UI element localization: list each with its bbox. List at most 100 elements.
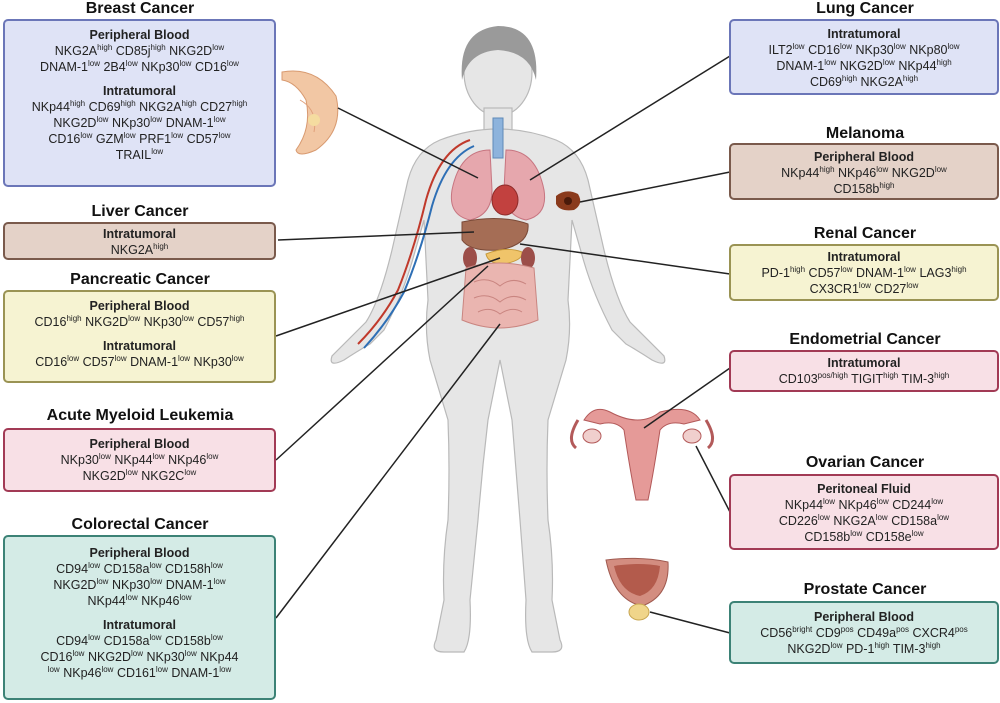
intestines-icon <box>461 262 539 329</box>
marker: PD-1high <box>761 265 806 281</box>
marker: CD16low <box>48 132 92 147</box>
marker-name: CD16 <box>35 355 68 369</box>
marker-line: NKp44low NKp46low <box>9 593 270 609</box>
marker-level: low <box>893 42 906 51</box>
marker-line: CD103pos/high TIGIThigh TIM-3high <box>735 371 993 387</box>
marker-name: CD158a <box>891 514 938 528</box>
marker-level: low <box>96 115 109 124</box>
marker-name: PD-1 <box>761 266 790 280</box>
marker: low <box>48 666 60 680</box>
marker: NKp80low <box>909 43 959 58</box>
marker-level: low <box>830 641 843 650</box>
marker: CD244low <box>892 497 944 513</box>
marker: CD158blow <box>804 529 863 545</box>
prostate-cancer-title: Prostate Cancer <box>803 581 927 598</box>
marker-level: low <box>850 529 863 538</box>
marker-level: low <box>178 354 191 363</box>
marker: NKp46low <box>839 498 889 513</box>
marker-level: low <box>212 43 225 52</box>
marker-name: CD56 <box>760 626 793 640</box>
marker: NKp44high <box>781 166 834 181</box>
marker-line: low NKp46low CD161low DNAM-1low <box>9 665 270 681</box>
marker-level: low <box>213 115 226 124</box>
marker: NKG2Dlow <box>169 43 225 59</box>
marker-name: CXCR4 <box>912 626 955 640</box>
marker: NKG2Ahigh <box>139 100 197 115</box>
marker-name: CD57 <box>808 266 841 280</box>
marker-level: low <box>152 452 165 461</box>
marker: NKp30low <box>144 315 194 330</box>
marker: NKG2Dlow <box>892 166 947 181</box>
marker: CD16low <box>808 43 852 58</box>
marker-name: NKG2A <box>110 243 154 257</box>
marker-level: low <box>792 42 805 51</box>
marker-line: CD94low CD158alow CD158hlow <box>9 561 270 577</box>
marker-name: CD94 <box>56 634 89 648</box>
marker-name: NKp46 <box>838 166 877 180</box>
marker: CD94low <box>56 634 100 649</box>
marker-name: NKp30 <box>855 43 894 57</box>
marker: 2B4low <box>103 60 137 75</box>
marker: CD158hlow <box>164 562 223 577</box>
marker-level: low <box>823 497 836 506</box>
kidney-icon <box>521 247 535 269</box>
marker-name: DNAM-1 <box>40 60 88 74</box>
marker: DNAM-1low <box>776 59 836 74</box>
marker: NKG2Alow <box>833 514 887 529</box>
marker-name: 2B4 <box>103 60 126 74</box>
marker-level: low <box>67 354 80 363</box>
marker-level: low <box>858 281 871 290</box>
lung-cancer-title: Lung Cancer <box>816 0 914 17</box>
marker-name: NKp44 <box>784 498 824 512</box>
marker-line: NKG2Dlow NKG2Clow <box>9 468 270 484</box>
marker-name: CD158h <box>164 562 211 576</box>
marker-name: CD16 <box>808 43 841 57</box>
melanoma-lesion-icon <box>556 191 581 211</box>
marker-level: high <box>153 242 169 251</box>
marker: NKp30low <box>61 453 111 468</box>
section-heading: Intratumoral <box>103 227 176 241</box>
marker: CD158elow <box>866 530 924 545</box>
marker: TIM-3high <box>893 642 941 657</box>
marker: NKp44high <box>32 100 85 115</box>
section-heading: Intratumoral <box>103 84 176 98</box>
section-heading: Peripheral Blood <box>89 546 190 560</box>
marker-name: CD158b <box>164 634 211 648</box>
marker-name: NKp46 <box>168 453 207 467</box>
marker-name: CD57 <box>197 315 230 329</box>
marker: NKp44low <box>114 452 165 468</box>
marker: CX3CR1low <box>810 281 871 297</box>
marker-level: low <box>906 281 919 290</box>
marker-name: CD158b <box>804 530 851 544</box>
marker-name: NKp46 <box>141 594 180 608</box>
marker: TRAILlow <box>116 148 163 163</box>
marker: CD57high <box>197 315 244 330</box>
marker-level: pos <box>840 625 854 634</box>
marker-name: DNAM-1 <box>165 578 214 592</box>
marker: CD161low <box>117 666 168 681</box>
marker-level: low <box>218 131 231 140</box>
marker-name: NKG2D <box>839 59 883 73</box>
marker: CD57low <box>808 266 853 281</box>
section-heading: Intratumoral <box>827 356 901 370</box>
liver-icon <box>461 217 529 251</box>
marker-level: high <box>789 265 806 274</box>
marker-name: PD-1 <box>845 642 875 656</box>
marker-level: low <box>114 354 127 363</box>
marker-name: NKp30 <box>146 650 185 664</box>
marker-name: CD244 <box>892 498 932 512</box>
marker-level: low <box>125 593 138 602</box>
marker-level: low <box>931 497 944 506</box>
marker: CD69high <box>89 100 136 115</box>
marker: DNAM-1low <box>166 115 226 131</box>
section-heading: Peripheral Blood <box>813 610 915 624</box>
marker-name: NKG2D <box>53 116 97 130</box>
marker-line: CD69high NKG2Ahigh <box>735 74 993 90</box>
section-gap <box>9 609 270 617</box>
marker-name: NKp80 <box>909 43 948 57</box>
marker-line: CD16low NKG2Dlow NKp30low NKp44 <box>9 649 270 665</box>
